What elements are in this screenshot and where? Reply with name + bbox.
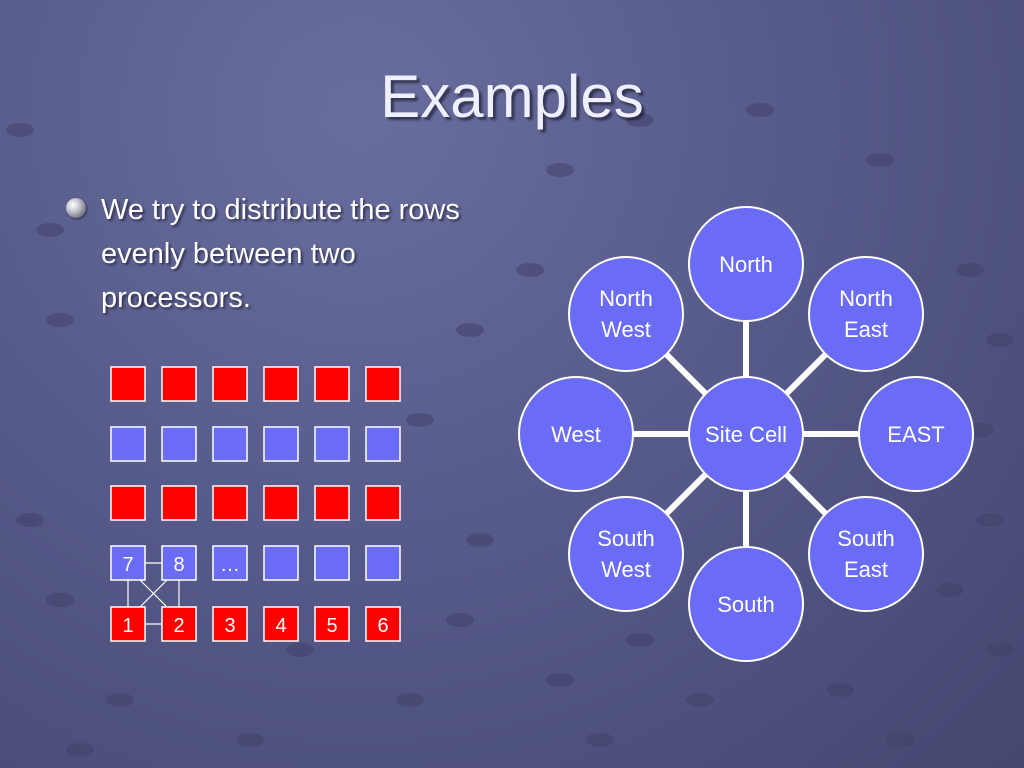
node-label: North	[719, 252, 773, 277]
grid-row-3	[110, 485, 401, 521]
node-label: Site Cell	[705, 422, 787, 447]
bullet-icon	[66, 198, 86, 218]
slide-title: Examples	[380, 63, 644, 130]
grid-cell	[365, 485, 401, 521]
cell-label: 3	[224, 615, 235, 637]
cell-label: 1	[122, 615, 133, 637]
grid-cell	[365, 366, 401, 402]
grid-cell	[365, 606, 401, 642]
grid-cell	[263, 545, 299, 581]
bullet-text: We try to distribute the rows evenly bet…	[101, 194, 460, 314]
grid-cell	[161, 545, 197, 581]
grid-cell	[314, 485, 350, 521]
node-label: North	[599, 286, 653, 311]
node-label: South	[717, 592, 775, 617]
grid-cell	[161, 485, 197, 521]
node-label: South	[597, 526, 655, 551]
grid-cell	[212, 545, 248, 581]
cell-label: 7	[122, 554, 133, 576]
node-east: EAST	[858, 376, 974, 492]
node-north-east: North East	[808, 256, 924, 372]
grid-row-4: 7 8 …	[110, 545, 401, 581]
grid-cell	[365, 545, 401, 581]
grid-row-1	[110, 366, 401, 402]
grid-row-5: 1 2 3 4 5 6	[110, 606, 401, 642]
node-west: West	[518, 376, 634, 492]
grid-cell	[110, 366, 146, 402]
grid-cell	[161, 366, 197, 402]
grid-cell	[263, 366, 299, 402]
cell-label: 5	[326, 615, 337, 637]
node-north-west: North West	[568, 256, 684, 372]
node-label: West	[601, 557, 651, 582]
grid-cell	[365, 426, 401, 462]
grid-cell	[212, 366, 248, 402]
grid-cell	[314, 366, 350, 402]
grid-row-2	[110, 426, 401, 462]
grid-cell	[161, 426, 197, 462]
grid-cell	[263, 485, 299, 521]
grid-cell	[314, 606, 350, 642]
node-label: North	[839, 286, 893, 311]
node-south: South	[688, 546, 804, 662]
grid-cell	[314, 426, 350, 462]
grid-cell	[110, 426, 146, 462]
grid-cell	[263, 426, 299, 462]
node-label: South	[837, 526, 895, 551]
cell-label: 6	[377, 615, 388, 637]
grid-cell	[110, 545, 146, 581]
grid-cell	[212, 606, 248, 642]
grid-cell	[263, 606, 299, 642]
node-site-cell: Site Cell	[688, 376, 804, 492]
cell-label: …	[220, 554, 240, 576]
grid-cell	[110, 485, 146, 521]
row-distribution-grid: 7 8 … 1 2 3 4 5 6	[110, 366, 401, 642]
node-north: North	[688, 206, 804, 322]
cell-label: 8	[173, 554, 184, 576]
cell-label: 4	[275, 615, 286, 637]
node-south-east: South East	[808, 496, 924, 612]
cell-connectors	[127, 562, 180, 625]
grid-cell	[314, 545, 350, 581]
node-label: West	[601, 317, 651, 342]
grid-cell	[212, 426, 248, 462]
cell-label: 2	[173, 615, 184, 637]
node-label: East	[844, 317, 888, 342]
grid-cell	[212, 485, 248, 521]
node-south-west: South West	[568, 496, 684, 612]
grid-cell	[110, 606, 146, 642]
stencil-diagram: North North East EAST South East South S…	[518, 206, 974, 662]
node-label: EAST	[887, 422, 944, 447]
grid-cell	[161, 606, 197, 642]
node-label: East	[844, 557, 888, 582]
node-label: West	[551, 422, 601, 447]
